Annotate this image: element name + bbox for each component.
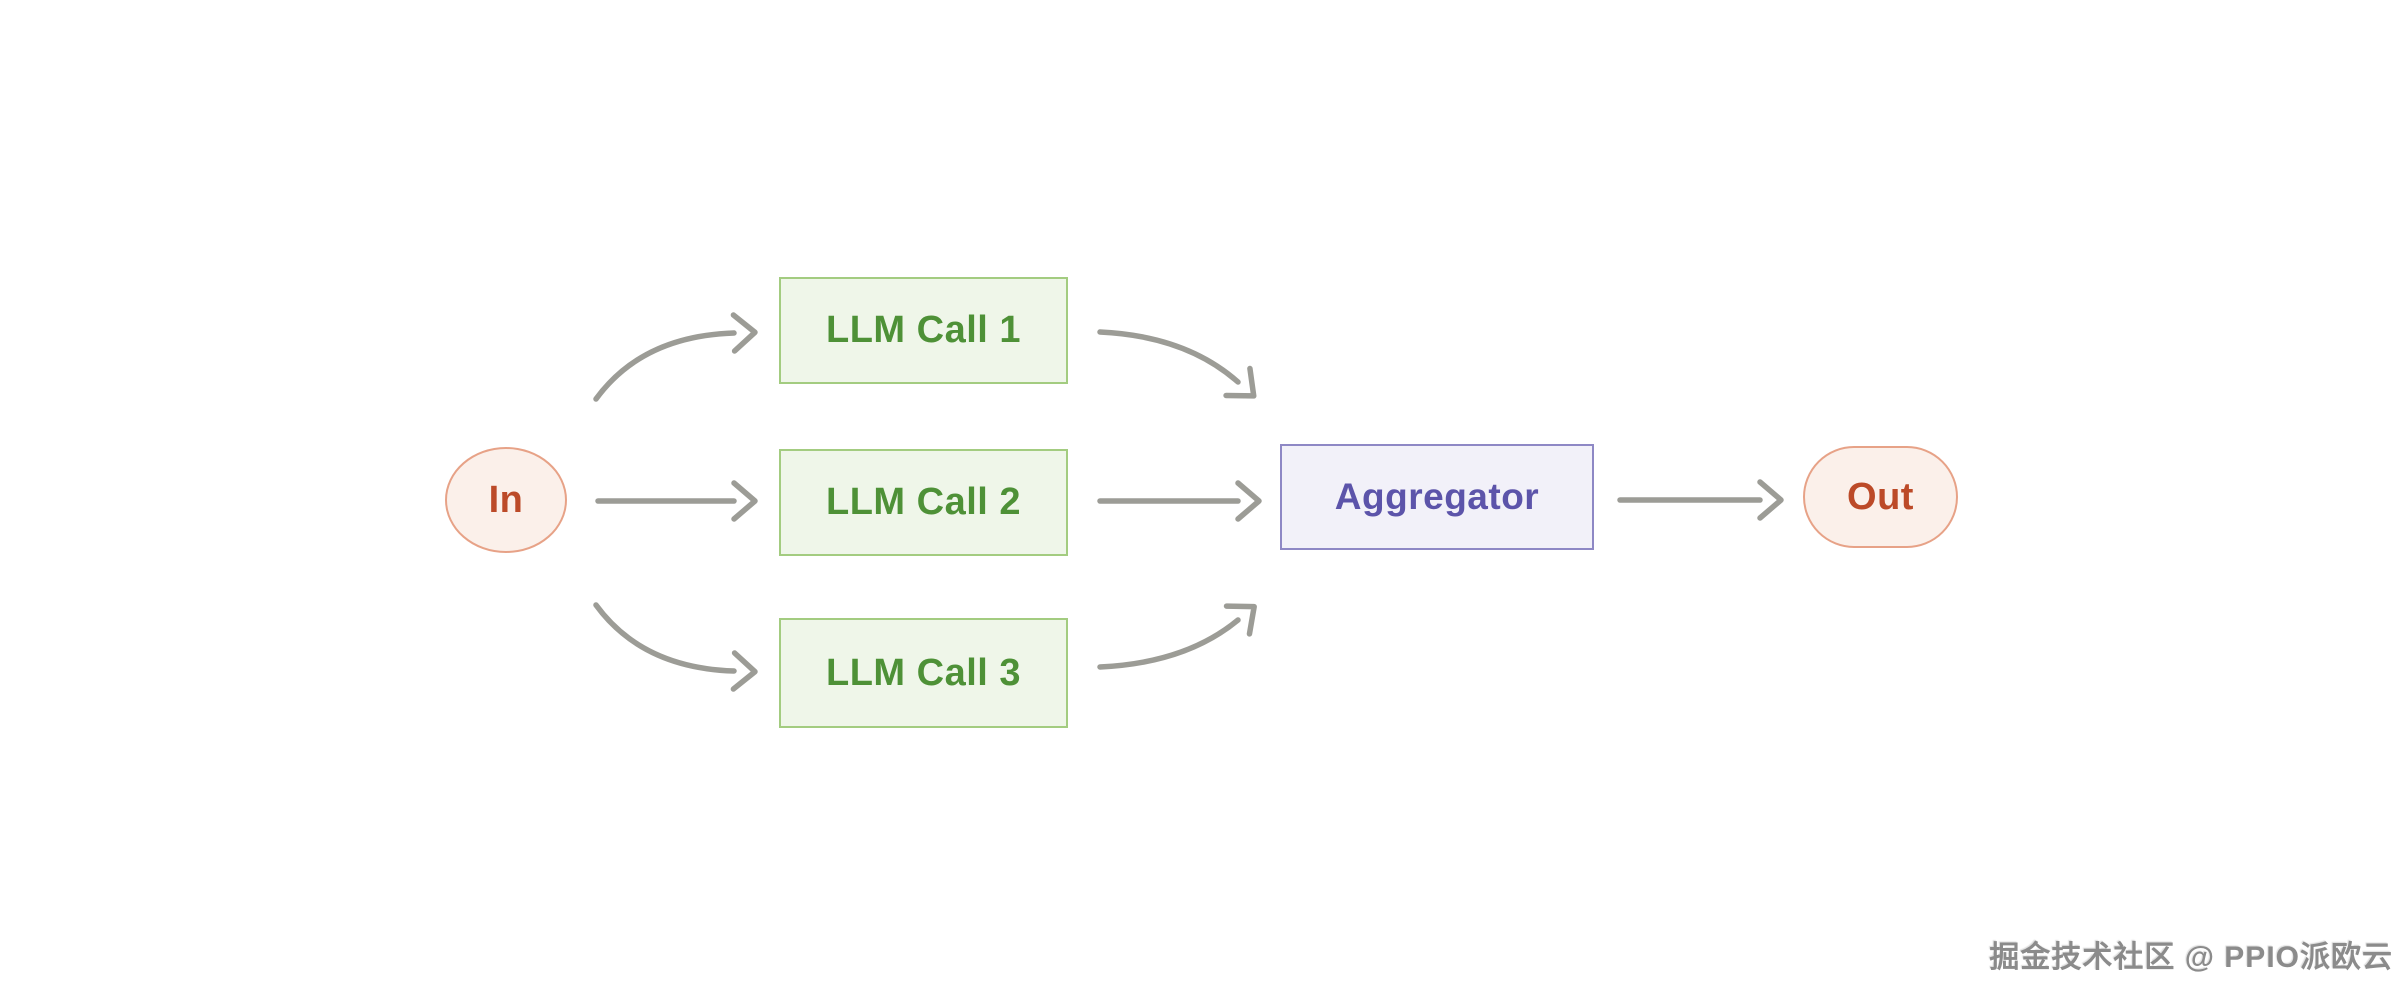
edge-in-to-llm-call-1 [593, 312, 758, 402]
node-in: In [445, 447, 567, 553]
node-out-label: Out [1847, 475, 1914, 518]
node-llm-call-3-label: LLM Call 3 [825, 651, 1022, 694]
node-in-label: In [488, 478, 524, 521]
edge-llm-call-1-to-aggregator [1097, 329, 1257, 399]
node-llm-call-2: LLM Call 2 [779, 449, 1068, 556]
node-aggregator-label: Aggregator [1334, 476, 1540, 517]
node-llm-call-2-label: LLM Call 2 [825, 481, 1022, 523]
watermark: 掘金技术社区 @ PPIO派欧云 [1989, 941, 2393, 974]
node-llm-call-3: LLM Call 3 [779, 618, 1068, 728]
edge-in-to-llm-call-3 [593, 602, 758, 692]
node-llm-call-1-label: LLM Call 1 [825, 309, 1022, 351]
node-out: Out [1803, 446, 1958, 548]
edge-llm-call-3-to-aggregator [1097, 603, 1257, 670]
node-aggregator: Aggregator [1280, 444, 1594, 550]
node-llm-call-1: LLM Call 1 [779, 277, 1068, 384]
